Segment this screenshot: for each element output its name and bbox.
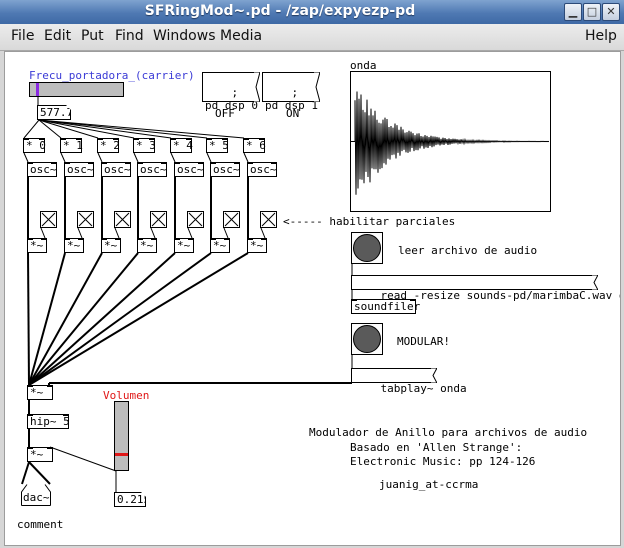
partial-multiplier-1[interactable]: * 1 bbox=[60, 138, 82, 153]
carrier-slider-label: Frecu_portadora_(carrier) bbox=[29, 69, 195, 82]
partial-signal-multiply-1[interactable]: *~ bbox=[64, 238, 84, 253]
toggle-x-icon bbox=[188, 212, 203, 227]
carrier-frequency-number[interactable]: 577.7 bbox=[37, 105, 71, 120]
toggle-x-icon bbox=[151, 212, 166, 227]
toggle-x-icon bbox=[224, 212, 239, 227]
volume-slider-knob[interactable] bbox=[115, 453, 128, 456]
menu-media[interactable]: Media bbox=[220, 28, 262, 44]
modulate-label: MODULAR! bbox=[397, 335, 450, 348]
dsp-on-label: ON bbox=[286, 107, 299, 120]
dsp-off-message[interactable]: ; pd dsp 0 bbox=[202, 72, 254, 102]
dac-object[interactable]: dac~ bbox=[21, 484, 51, 506]
partial-signal-multiply-0[interactable]: *~ bbox=[27, 238, 47, 253]
author-credit: juanig_at-ccrma bbox=[379, 478, 478, 491]
tabplay-message[interactable]: tabplay~ onda bbox=[351, 368, 431, 383]
partial-multiplier-3[interactable]: * 3 bbox=[133, 138, 155, 153]
partial-osc-6[interactable]: osc~ bbox=[247, 162, 277, 177]
read-file-label: leer archivo de audio bbox=[398, 244, 537, 257]
dsp-on-message[interactable]: ; pd dsp 1 bbox=[262, 72, 314, 102]
carrier-slider-knob[interactable] bbox=[36, 83, 39, 96]
waveform-plot bbox=[351, 72, 550, 211]
minimize-button[interactable]: ▁ bbox=[564, 3, 582, 21]
partial-signal-multiply-5[interactable]: *~ bbox=[210, 238, 230, 253]
partial-toggle-5[interactable] bbox=[223, 211, 240, 228]
patch-canvas[interactable]: Frecu_portadora_(carrier) 577.7 ; pd dsp… bbox=[4, 51, 621, 546]
partial-osc-5[interactable]: osc~ bbox=[210, 162, 240, 177]
partial-toggle-1[interactable] bbox=[77, 211, 94, 228]
message-flag-icon bbox=[314, 72, 320, 102]
toggle-x-icon bbox=[41, 212, 56, 227]
read-file-message[interactable]: read -resize sounds-pd/marimbaC.wav onda bbox=[351, 275, 592, 290]
title-bar[interactable]: SFRingMod~.pd - /zap/expyezp-pd ▁ □ ✕ bbox=[0, 0, 624, 24]
partials-label: <----- habilitar parciales bbox=[283, 215, 455, 228]
partial-osc-4[interactable]: osc~ bbox=[174, 162, 204, 177]
menu-windows[interactable]: Windows bbox=[153, 28, 216, 44]
tabplay-message-text: tabplay~ onda bbox=[381, 382, 467, 395]
partial-osc-1[interactable]: osc~ bbox=[64, 162, 94, 177]
modulate-bang[interactable] bbox=[351, 323, 383, 355]
read-file-bang[interactable] bbox=[351, 232, 383, 264]
message-flag-icon bbox=[254, 72, 260, 102]
partial-toggle-0[interactable] bbox=[40, 211, 57, 228]
partial-signal-multiply-2[interactable]: *~ bbox=[101, 238, 121, 253]
close-button[interactable]: ✕ bbox=[602, 3, 620, 21]
partial-multiplier-0[interactable]: * 0 bbox=[23, 138, 45, 153]
partial-multiplier-2[interactable]: * 2 bbox=[97, 138, 119, 153]
carrier-frequency-slider[interactable] bbox=[29, 82, 124, 97]
partial-multiplier-4[interactable]: * 4 bbox=[170, 138, 192, 153]
partial-toggle-3[interactable] bbox=[150, 211, 167, 228]
partial-osc-3[interactable]: osc~ bbox=[137, 162, 167, 177]
menu-put[interactable]: Put bbox=[81, 28, 104, 44]
menu-find[interactable]: Find bbox=[115, 28, 144, 44]
partial-multiplier-6[interactable]: * 6 bbox=[243, 138, 265, 153]
partial-toggle-6[interactable] bbox=[260, 211, 277, 228]
mix-multiply-object[interactable]: *~ bbox=[27, 385, 53, 400]
message-flag-icon bbox=[592, 275, 598, 290]
highpass-filter-object[interactable]: hip~ 5 bbox=[27, 414, 69, 429]
maximize-button[interactable]: □ bbox=[583, 3, 601, 21]
toggle-x-icon bbox=[78, 212, 93, 227]
menu-help[interactable]: Help bbox=[585, 28, 617, 44]
toggle-x-icon bbox=[261, 212, 276, 227]
window-title: SFRingMod~.pd - /zap/expyezp-pd bbox=[0, 3, 560, 19]
soundfiler-object[interactable]: soundfiler bbox=[351, 299, 416, 314]
menu-edit[interactable]: Edit bbox=[44, 28, 71, 44]
description-line-3: Electronic Music: pp 124-126 bbox=[350, 455, 535, 468]
menu-file[interactable]: File bbox=[11, 28, 34, 44]
partial-toggle-2[interactable] bbox=[114, 211, 131, 228]
partial-signal-multiply-6[interactable]: *~ bbox=[247, 238, 267, 253]
partial-signal-multiply-4[interactable]: *~ bbox=[174, 238, 194, 253]
dac-label: dac~ bbox=[23, 491, 50, 504]
partial-signal-multiply-3[interactable]: *~ bbox=[137, 238, 157, 253]
partial-multiplier-5[interactable]: * 5 bbox=[206, 138, 228, 153]
partial-osc-0[interactable]: osc~ bbox=[27, 162, 57, 177]
partial-toggle-4[interactable] bbox=[187, 211, 204, 228]
message-flag-icon bbox=[431, 368, 437, 383]
waveform-array[interactable] bbox=[350, 71, 551, 212]
comment-text: comment bbox=[17, 518, 63, 531]
toggle-x-icon bbox=[115, 212, 130, 227]
menu-bar: File Edit Put Find Windows Media Help bbox=[0, 24, 624, 51]
bang-circle-icon bbox=[353, 325, 381, 353]
bang-circle-icon bbox=[353, 234, 381, 262]
volume-number[interactable]: 0.215 bbox=[114, 492, 146, 507]
volume-slider[interactable] bbox=[114, 401, 129, 471]
partial-osc-2[interactable]: osc~ bbox=[101, 162, 131, 177]
description-line-2: Basado en 'Allen Strange': bbox=[350, 441, 522, 454]
description-line-1: Modulador de Anillo para archivos de aud… bbox=[309, 426, 587, 439]
volume-multiply-object[interactable]: *~ bbox=[27, 447, 53, 462]
dsp-off-label: OFF bbox=[215, 107, 235, 120]
